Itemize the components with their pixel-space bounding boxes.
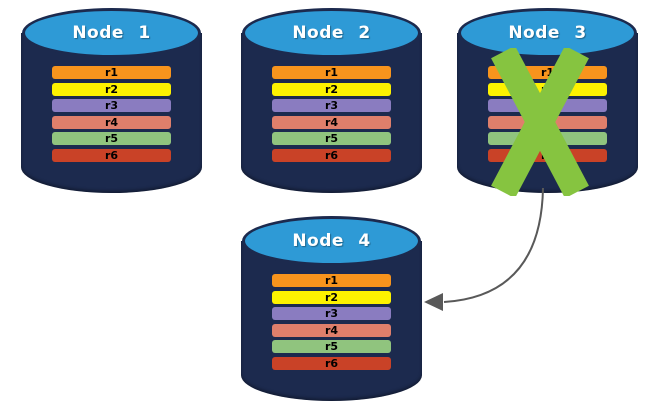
node-1-row-r1: r1 — [52, 66, 171, 79]
node-4-title: Node 4 — [292, 231, 371, 251]
node-1-row-r5: r5 — [52, 132, 171, 146]
node-4-row-r2: r2 — [272, 290, 391, 304]
node-2-cylinder-body — [241, 33, 422, 193]
node-4-row-r3: r3 — [272, 307, 391, 321]
node-2-title: Node 2 — [292, 23, 371, 43]
node-2-row-r3: r3 — [272, 99, 391, 113]
node-3-cylinder-top: Node 3 — [458, 8, 637, 58]
node-1-row-r4: r4 — [52, 115, 171, 129]
node-1-cylinder-body — [21, 33, 202, 193]
node-2-row-r2: r2 — [272, 82, 391, 96]
failover-arrow — [424, 187, 544, 311]
node-2-cylinder-top: Node 2 — [242, 8, 421, 58]
node-4: Node 4 r1 r2 r3 r4 r5 r6 — [241, 216, 422, 401]
node-4-row-r6: r6 — [272, 356, 391, 370]
node-1-row-r6: r6 — [52, 148, 171, 162]
node-1-rows: r1 r2 r3 r4 r5 r6 — [52, 66, 171, 166]
node-4-row-r5: r5 — [272, 340, 391, 354]
node-1-row-r3: r3 — [52, 99, 171, 113]
node-2-row-r4: r4 — [272, 115, 391, 129]
node-2: Node 2 r1 r2 r3 r4 r5 r6 — [241, 8, 422, 193]
node-4-row-r4: r4 — [272, 323, 391, 337]
node-1-title: Node 1 — [72, 23, 151, 43]
node-3: Node 3 r1 r2 r3 r4 r5 r6 — [457, 8, 638, 196]
node-1-row-r2: r2 — [52, 82, 171, 96]
failure-x-icon — [491, 48, 589, 196]
node-2-row-r6: r6 — [272, 148, 391, 162]
node-3-title: Node 3 — [508, 23, 587, 43]
node-4-row-r1: r1 — [272, 274, 391, 287]
node-2-row-r1: r1 — [272, 66, 391, 79]
node-2-row-r5: r5 — [272, 132, 391, 146]
node-1-cylinder-top: Node 1 — [22, 8, 201, 58]
node-1: Node 1 r1 r2 r3 r4 r5 r6 — [21, 8, 202, 193]
node-4-rows: r1 r2 r3 r4 r5 r6 — [272, 274, 391, 374]
node-2-rows: r1 r2 r3 r4 r5 r6 — [272, 66, 391, 166]
node-4-cylinder-top: Node 4 — [242, 216, 421, 266]
node-4-cylinder-body — [241, 241, 422, 401]
